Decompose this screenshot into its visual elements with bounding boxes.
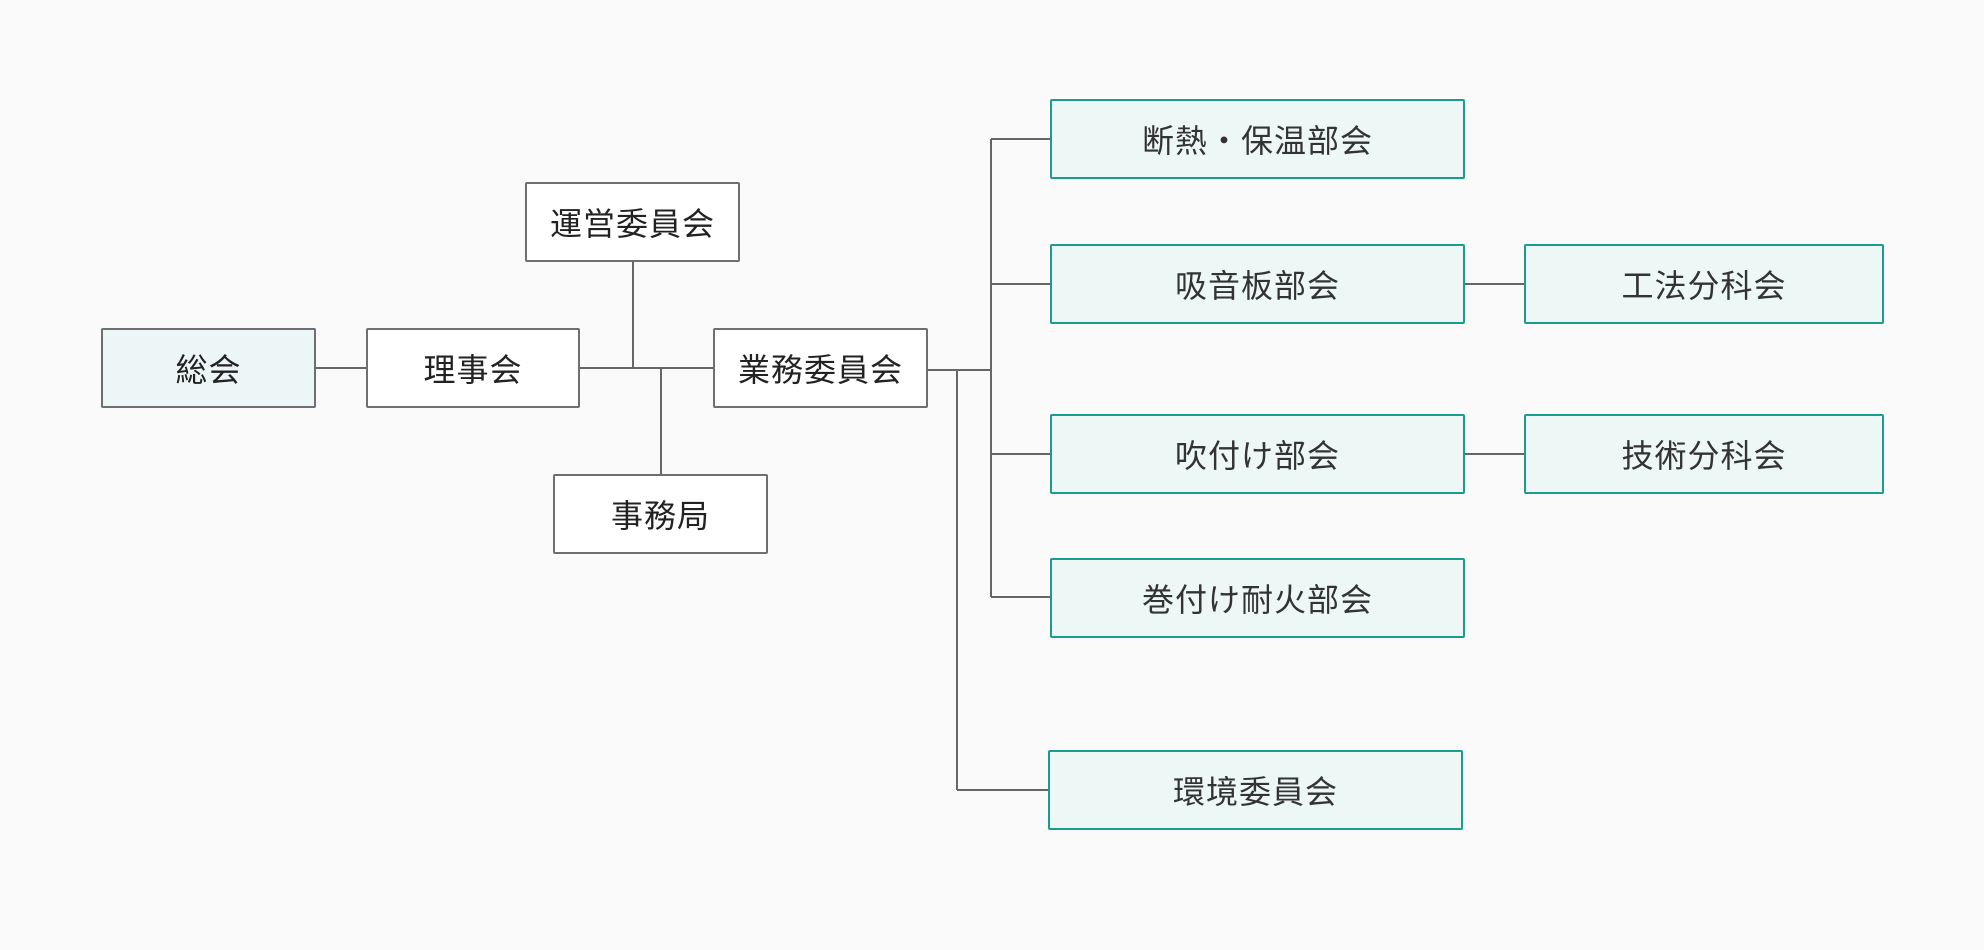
node-wrap-fireproof-division: 巻付け耐火部会	[1050, 558, 1465, 638]
node-business-committee: 業務委員会	[713, 328, 928, 408]
node-steering-committee: 運営委員会	[525, 182, 740, 262]
node-spray-division: 吹付け部会	[1050, 414, 1465, 494]
node-technical-subcommittee: 技術分科会	[1524, 414, 1884, 494]
node-secretariat: 事務局	[553, 474, 768, 554]
node-insulation-division: 断熱・保温部会	[1050, 99, 1465, 179]
node-general-assembly: 総会	[101, 328, 316, 408]
node-board: 理事会	[366, 328, 580, 408]
node-construction-method-subcommittee: 工法分科会	[1524, 244, 1884, 324]
node-sound-absorbing-board-division: 吸音板部会	[1050, 244, 1465, 324]
node-environment-committee: 環境委員会	[1048, 750, 1463, 830]
